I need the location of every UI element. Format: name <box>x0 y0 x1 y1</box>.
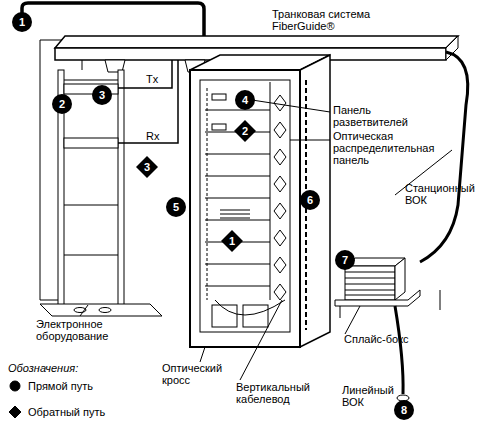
part-label: Оптическая распределительная панель <box>333 130 441 166</box>
callout-number: 1 <box>12 12 32 32</box>
part-label: Tx <box>146 73 166 85</box>
part-label: Оптический кросс <box>162 362 237 386</box>
callout-diamond: 3 <box>136 156 158 178</box>
callout-circle: 8 <box>394 400 414 420</box>
callout-circle: 2 <box>52 94 72 114</box>
part-label: Панель разветвителей <box>333 104 421 128</box>
part-label: Rx <box>146 130 166 142</box>
callout-circle: 1 <box>12 12 32 32</box>
callout-number: 2 <box>234 120 256 142</box>
callout-number: 8 <box>394 400 414 420</box>
callout-circle: 5 <box>166 197 186 217</box>
callout-diamond: 1 <box>221 230 243 252</box>
callout-number: 3 <box>92 85 112 105</box>
part-label: Линейный ВОК <box>342 384 400 408</box>
callout-number: 3 <box>136 156 158 178</box>
callout-number: 1 <box>221 230 243 252</box>
part-label: Станционный ВОК <box>405 182 480 206</box>
callout-diamond: 2 <box>234 120 256 142</box>
callout-circle: 6 <box>300 190 320 210</box>
callout-number: 7 <box>335 250 355 270</box>
part-label: Сплайс-бокс <box>344 333 424 345</box>
legend-text: Прямой путь <box>28 380 128 392</box>
callout-circle: 7 <box>335 250 355 270</box>
part-label: Электронное оборудование <box>36 318 126 342</box>
part-label: Вертикальный кабелевод <box>236 381 326 405</box>
callout-number: 2 <box>52 94 72 114</box>
callout-number: 5 <box>166 197 186 217</box>
callout-number: 6 <box>300 190 320 210</box>
part-label: Транковая система FiberGuide® <box>272 8 387 32</box>
callout-circle: 3 <box>92 85 112 105</box>
callout-number: 4 <box>235 90 255 110</box>
legend-text: Обратный путь <box>28 406 128 418</box>
callout-circle: 4 <box>235 90 255 110</box>
part-label: Обозначения: <box>8 362 98 374</box>
